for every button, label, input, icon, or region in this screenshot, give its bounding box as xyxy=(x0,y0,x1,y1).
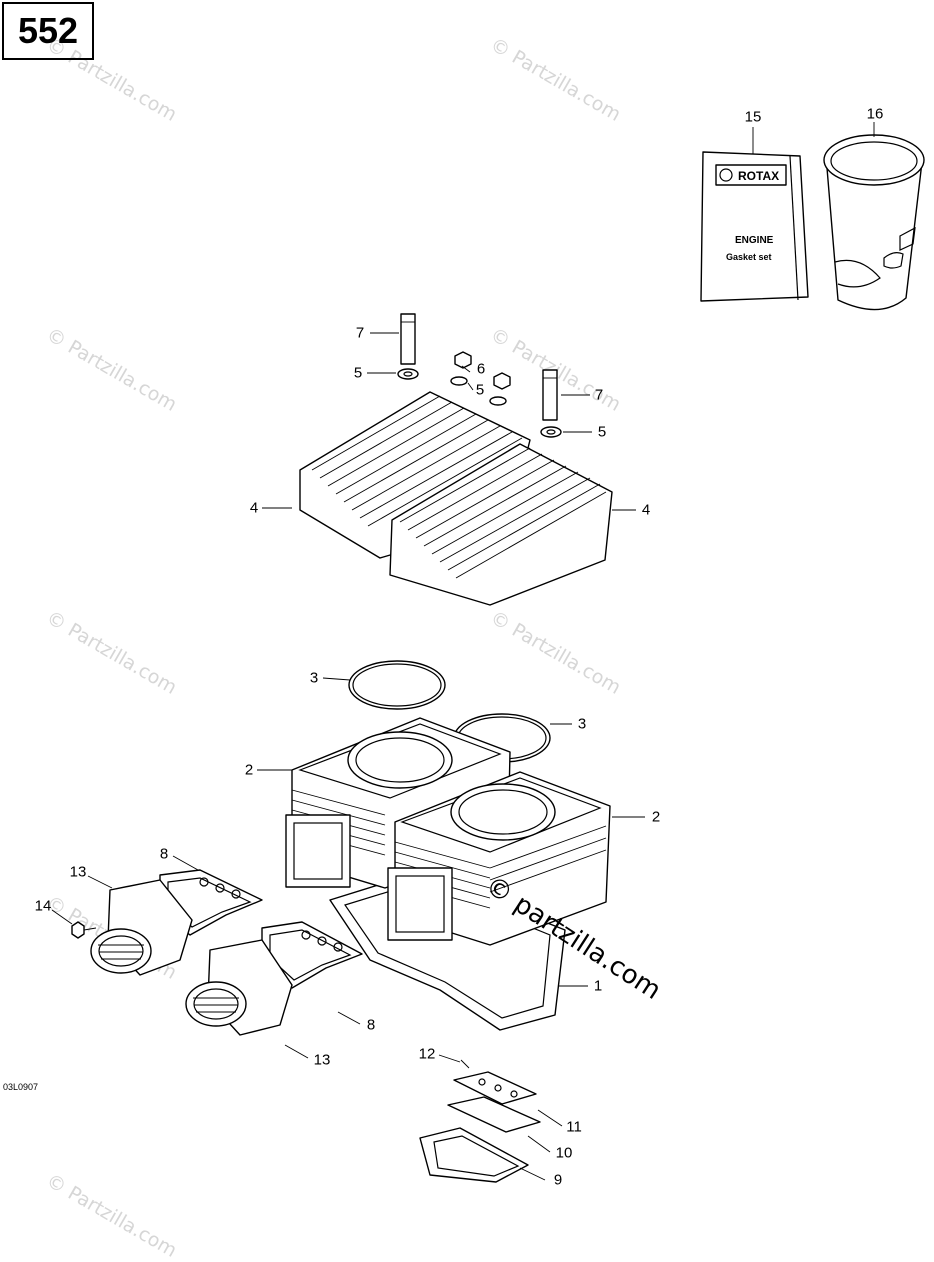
callout-label: 5 xyxy=(597,423,607,441)
callout-label: 16 xyxy=(866,105,884,123)
reed-cage xyxy=(419,1127,529,1183)
callout-label: 13 xyxy=(313,1051,331,1069)
callout-label: 9 xyxy=(553,1171,563,1189)
exploded-parts-diagram: ROTAX ENGINE Gasket set xyxy=(51,122,925,1183)
kit-title-text: ENGINE xyxy=(735,235,774,246)
manifold-bolt xyxy=(71,921,97,939)
callout-label: 4 xyxy=(249,499,259,517)
intake-manifold xyxy=(185,939,293,1036)
callout-label: 12 xyxy=(418,1045,436,1063)
callout-label: 14 xyxy=(34,897,52,915)
cylinder-stud xyxy=(397,313,419,380)
callout-label: 7 xyxy=(594,386,604,404)
callout-label: 3 xyxy=(577,715,587,733)
gasket-kit-booklet: ROTAX ENGINE Gasket set xyxy=(700,151,809,302)
page-number-badge: 552 xyxy=(2,2,94,60)
callout-label: 15 xyxy=(744,108,762,126)
callout-label: 2 xyxy=(244,761,254,779)
reed-petal xyxy=(447,1096,541,1133)
callout-label: 11 xyxy=(566,1118,582,1136)
callout-label: 5 xyxy=(353,364,363,382)
cylinder-head-front xyxy=(389,443,613,606)
callout-label: 7 xyxy=(355,324,365,342)
callout-label: 3 xyxy=(309,669,319,687)
kit-subtitle-text: Gasket set xyxy=(726,252,772,262)
callout-label: 8 xyxy=(159,845,169,863)
kit-brand-text: ROTAX xyxy=(738,169,779,183)
callout-label: 4 xyxy=(641,501,651,519)
drawing-code: 03L0907 xyxy=(3,1082,39,1092)
intake-manifold xyxy=(90,879,193,976)
callout-label: 5 xyxy=(475,381,485,399)
callout-label: 13 xyxy=(69,863,87,881)
callout-label: 8 xyxy=(366,1016,376,1034)
reed-stopper xyxy=(453,1071,537,1105)
callout-label: 1 xyxy=(593,977,603,995)
cylinder-sleeve xyxy=(823,134,925,311)
callout-leaders xyxy=(51,122,875,1181)
nut-and-washer-set xyxy=(450,351,511,406)
reed-screw xyxy=(460,1059,470,1069)
callout-label: 2 xyxy=(651,808,661,826)
callout-label: 6 xyxy=(476,360,486,378)
head-gasket-o-ring xyxy=(348,660,446,710)
cylinder-front xyxy=(285,771,611,946)
callout-label: 10 xyxy=(555,1144,573,1162)
cylinder-stud xyxy=(540,369,562,438)
